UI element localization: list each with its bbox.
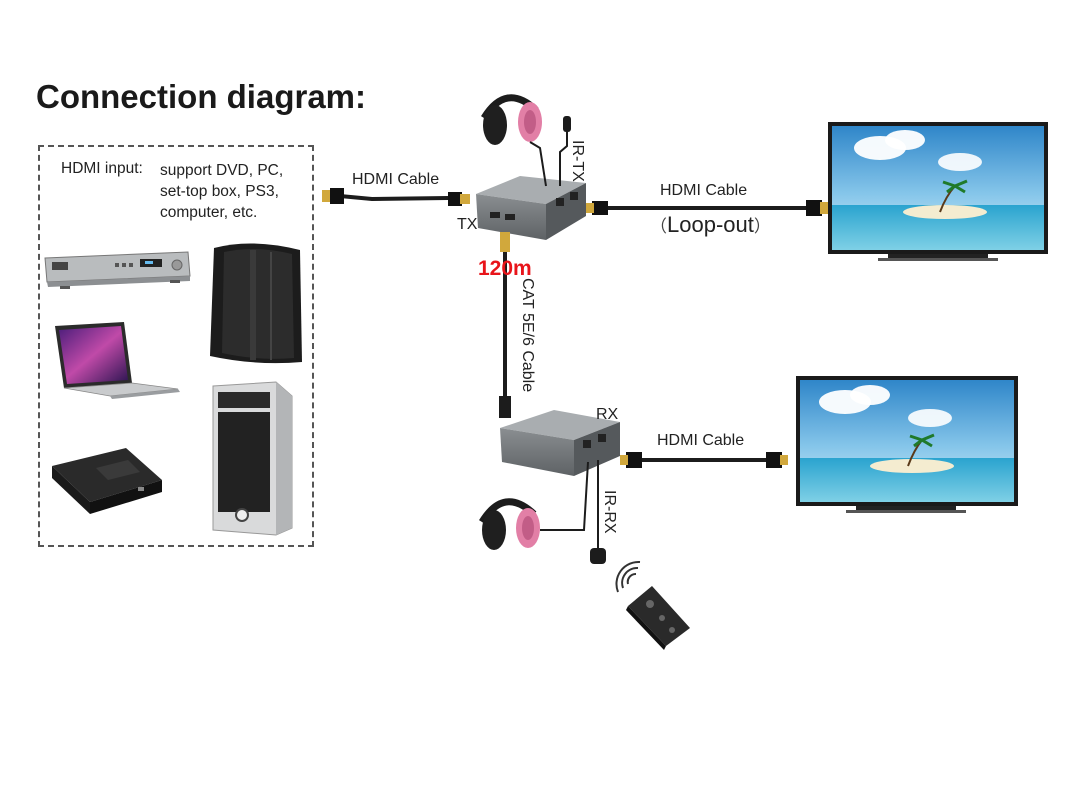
tv-display-icon <box>796 376 1018 513</box>
support-line: support DVD, PC, <box>160 162 284 179</box>
hdmi-cable-in <box>322 188 470 206</box>
set-top-box-icon <box>52 448 162 514</box>
dvd-player-icon <box>44 251 191 289</box>
hdmi-cable-in-label: HDMI Cable <box>352 171 440 188</box>
headphones-icon <box>479 498 540 550</box>
ir-receiver-icon <box>590 460 606 564</box>
ir-signal-icon <box>615 560 641 593</box>
hdmi-cable-out <box>620 452 788 468</box>
support-line: set-top box, PS3, <box>160 183 279 200</box>
loop-out-label: （Loop-out） <box>650 212 771 237</box>
page-title: Connection diagram: <box>36 78 367 115</box>
hdmi-cable-out-label: HDMI Cable <box>657 432 745 449</box>
source-devices-box <box>38 145 314 547</box>
ir-rx-label: IR-RX <box>601 490 618 534</box>
cat-cable <box>499 242 511 418</box>
hdmi-cable-loop <box>586 200 828 216</box>
support-line: computer, etc. <box>160 204 258 221</box>
tv-display-icon <box>828 122 1048 261</box>
hdmi-cable-loop-label: HDMI Cable <box>660 182 748 199</box>
headphones-icon <box>481 94 542 145</box>
tx-extender-icon <box>476 176 586 244</box>
tx-label: TX <box>457 216 478 233</box>
remote-control-icon <box>626 586 690 650</box>
rx-extender-icon <box>500 410 620 476</box>
rx-label: RX <box>596 406 619 423</box>
hdmi-input-label: HDMI input: <box>61 160 143 177</box>
pc-tower-icon <box>212 381 293 536</box>
distance-label: 120m <box>478 257 532 280</box>
supported-sources-text: support DVD, PC, set-top box, PS3, compu… <box>160 160 283 223</box>
cat-cable-label: CAT 5E/6 Cable <box>519 278 536 393</box>
loop-out-text: Loop-out <box>667 212 754 237</box>
ir-transmitter-icon <box>559 116 571 186</box>
ps3-console-icon <box>210 243 302 364</box>
ir-tx-label: IR-TX <box>569 140 586 182</box>
laptop-icon <box>55 322 180 399</box>
